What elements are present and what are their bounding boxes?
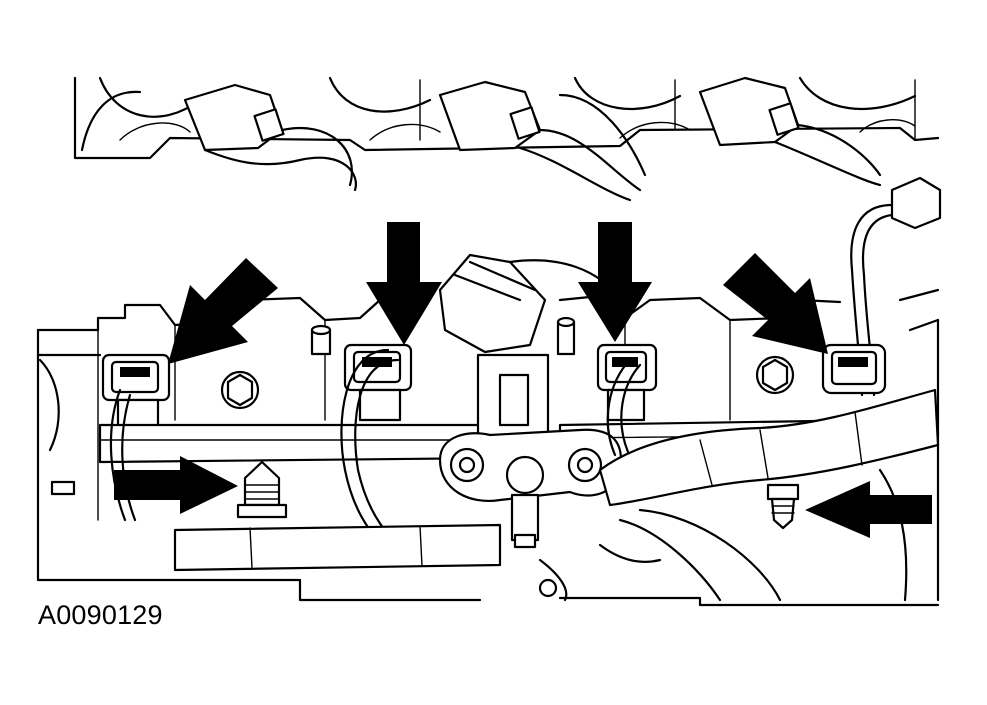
callout-arrows: [114, 222, 932, 538]
callout-arrow-injector-4: [723, 253, 828, 354]
callout-arrow-injector-3: [578, 222, 652, 342]
upper-manifold: [73, 76, 940, 160]
stud-bolts: [236, 460, 800, 530]
fuel-injectors: [101, 343, 887, 432]
right-wire-connector: [850, 176, 942, 397]
fuel-pressure-sensor: [438, 253, 623, 549]
callout-arrow-injector-1: [168, 258, 278, 364]
figure-id: A0090129: [38, 600, 163, 630]
bolts: [220, 316, 795, 410]
coil-connectors: [183, 76, 882, 202]
wiring-harness: [109, 348, 940, 602]
callout-arrow-injector-2: [366, 222, 442, 345]
callout-arrow-stud-right: [805, 481, 932, 538]
callout-arrow-stud-left: [114, 456, 238, 514]
